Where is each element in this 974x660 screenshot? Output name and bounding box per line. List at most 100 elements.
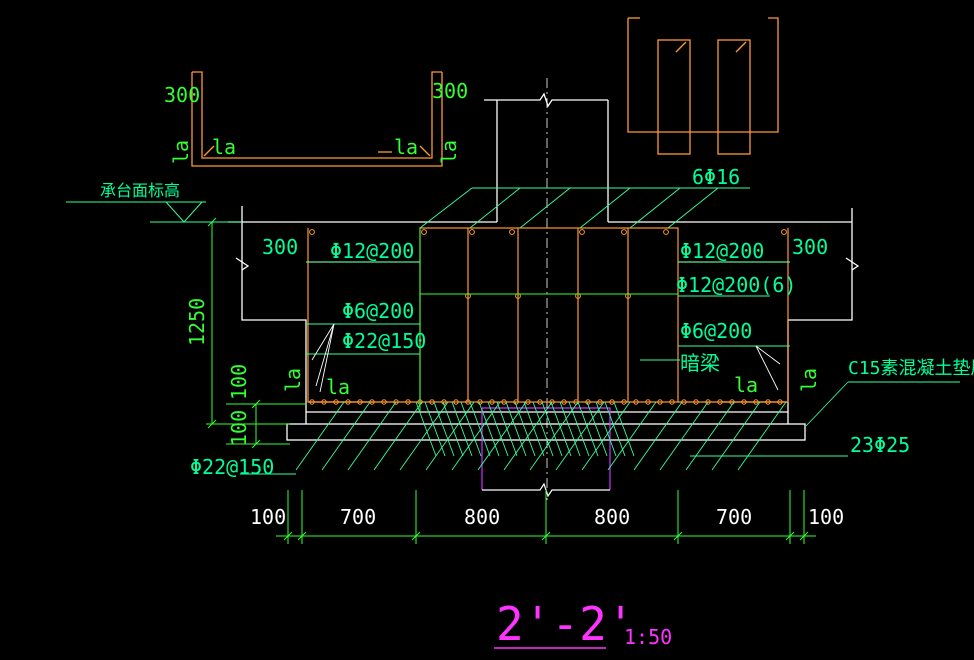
hatch-line	[586, 401, 608, 457]
dim-value: 100	[808, 505, 844, 529]
rebar-dot	[657, 399, 663, 405]
hatch-line	[505, 401, 527, 457]
hatch-line	[711, 401, 761, 471]
rebar-dot	[509, 229, 515, 235]
left-phi6-label: Φ6@200	[342, 299, 414, 323]
hatch-line	[425, 401, 475, 471]
hatch-line	[496, 401, 518, 457]
rebar-dot	[405, 399, 411, 405]
hatch-line	[529, 401, 579, 471]
left-step	[241, 206, 307, 412]
rebar-dot	[777, 399, 783, 405]
rebar-dot	[753, 399, 759, 405]
rebar-dot	[705, 399, 711, 405]
rebar-dot	[621, 399, 627, 405]
elevation-marker	[66, 201, 242, 223]
leader-line	[579, 187, 631, 229]
leader-line	[519, 187, 571, 229]
right-break-mark	[845, 257, 860, 271]
rebar-dot	[333, 399, 339, 405]
right-phi12-6-label: Φ12@200(6)	[676, 273, 796, 297]
bottom-phi22-label: Φ22@150	[190, 455, 274, 479]
column-section-outline	[627, 17, 779, 133]
leader-line	[629, 187, 681, 229]
fan-leader	[755, 345, 779, 391]
rebar-dot	[645, 399, 651, 405]
beam-stirrup	[419, 227, 679, 403]
hatch-line	[541, 401, 563, 457]
bottom-bars-label: 23Φ25	[850, 433, 910, 457]
hook-tick-right	[419, 145, 431, 157]
hook-right-la: la	[394, 135, 418, 159]
dim-100-lower: 100	[227, 410, 251, 446]
rebar-dot	[393, 399, 399, 405]
left-phi22-label: Φ22@150	[342, 329, 426, 353]
hatch-line	[604, 401, 626, 457]
hatch-line	[555, 401, 605, 471]
column-break-top	[484, 92, 608, 108]
cap-top-elevation-label: 承台面标高	[100, 181, 180, 200]
hatch-line	[737, 401, 787, 471]
dim-slash	[411, 531, 421, 541]
column-bars-label: 6Φ16	[692, 165, 740, 189]
dim-slash	[207, 419, 217, 429]
rebar-dot	[579, 229, 585, 235]
dim-slash	[541, 531, 551, 541]
column-bar-right	[717, 39, 751, 155]
column-section-detail	[627, 17, 779, 155]
rebar-dot	[489, 399, 495, 405]
leader-hatch	[240, 187, 960, 475]
dim-1250: 1250	[185, 298, 209, 346]
rebar-dot	[357, 399, 363, 405]
dimension-lines	[170, 217, 816, 544]
hook-left-la: la	[212, 135, 236, 159]
dim-slash	[785, 531, 795, 541]
hatch-line	[514, 401, 536, 457]
fan-leader	[319, 323, 335, 393]
right-phi12-label: Φ12@200	[680, 239, 764, 263]
hatch-line	[633, 401, 683, 471]
dim-value: 800	[464, 505, 500, 529]
dim-value: 800	[594, 505, 630, 529]
rebar-dot	[309, 399, 315, 405]
column-stub	[496, 100, 609, 222]
dim-slash	[673, 531, 683, 541]
hook-details	[191, 71, 443, 167]
hatch-line	[424, 401, 446, 457]
rebar-dot	[381, 399, 387, 405]
rebar-dot	[469, 229, 475, 235]
section-title: 2'-2'	[496, 597, 634, 651]
annotations: 300 300 la la la la 承台面标高 6Φ16 300 300 Φ…	[100, 79, 974, 479]
hook-right-300: 300	[432, 79, 468, 103]
leader-line	[419, 187, 473, 229]
elev-triangle	[165, 201, 203, 223]
fan-leader	[315, 323, 335, 387]
hook-bar-shape-inner	[191, 72, 443, 167]
dim-value: 100	[250, 505, 286, 529]
rebar-dot	[621, 229, 627, 235]
hatch-line	[577, 401, 599, 457]
hatch-line	[487, 401, 509, 457]
hatch-line	[659, 401, 709, 471]
hook-left-300: 300	[164, 83, 200, 107]
hatch-line	[347, 401, 397, 471]
dim-value: 700	[716, 505, 752, 529]
rebar-dot	[781, 229, 787, 235]
column-bar-left	[657, 39, 691, 155]
rebar-dot	[693, 399, 699, 405]
rebar-dot	[321, 399, 327, 405]
hatch-line	[460, 401, 482, 457]
fan-leader	[755, 345, 781, 365]
c15-pad	[286, 423, 806, 441]
rebar-dot	[561, 399, 567, 405]
rebar-dot	[345, 399, 351, 405]
right-300-label: 300	[792, 235, 828, 259]
hatch-line	[451, 401, 473, 457]
hatch-line	[595, 401, 617, 457]
hook-right-la-v: la	[437, 140, 461, 164]
hatch-line	[685, 401, 735, 471]
section-scale: 1:50	[624, 625, 672, 649]
hatch-line	[613, 401, 635, 457]
dim-100-upper: 100	[227, 364, 251, 400]
leader-line	[805, 381, 849, 427]
